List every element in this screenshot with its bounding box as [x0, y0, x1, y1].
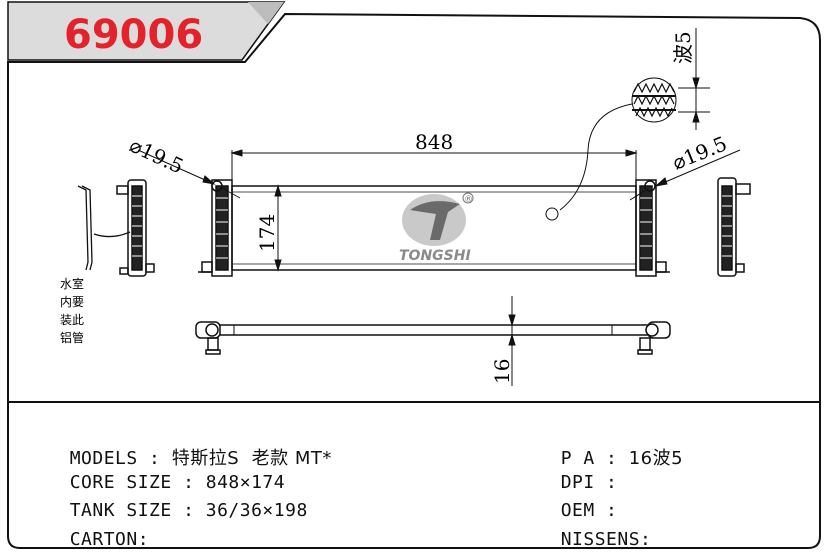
dimension-depth	[508, 296, 516, 386]
inlet-leader-right	[629, 149, 741, 201]
part-number: 69006	[64, 12, 203, 58]
inlet-diameter-left-label: ⌀19.5	[126, 133, 187, 179]
logo-brand: TONGSHI	[399, 248, 471, 264]
note-line-1: 水室	[60, 276, 84, 291]
right-side-tank-view	[717, 177, 751, 277]
note-line-4: 铝管	[60, 330, 84, 345]
radiator-front-view	[198, 179, 670, 277]
dimension-core-height	[274, 184, 282, 272]
registered-mark: ®	[464, 195, 473, 205]
sheet-frame	[7, 12, 821, 549]
tongshi-logo: ® TONGSHI	[399, 192, 474, 264]
dpi-label: DPI	[560, 472, 595, 493]
tank-size-label: TANK SIZE	[69, 500, 172, 521]
note-line-3: 装此	[60, 313, 84, 327]
carton-label: CARTON	[69, 529, 138, 550]
models-value: 特斯拉S 老款 MT*	[171, 448, 332, 469]
inlet-diameter-right-label: ⌀19.5	[669, 131, 730, 174]
core-size-label: CORE SIZE	[69, 472, 172, 493]
pa-label: P A	[560, 448, 595, 469]
spec-tank-size-row: TANK SIZE : 36/36×198	[69, 500, 308, 521]
oem-label: OEM	[560, 500, 595, 521]
core-size-value: 848×174	[205, 472, 286, 493]
depth-label: 16	[490, 359, 514, 384]
aluminum-pipe-sketch	[77, 185, 131, 271]
spec-pa-row: P A : 16波5	[560, 448, 684, 469]
part-number-banner: 69006	[7, 1, 286, 61]
spec-oem-row: OEM :	[560, 500, 629, 521]
fin-pitch-label: 波5	[671, 31, 695, 64]
left-side-tank-view	[116, 179, 155, 277]
spec-dpi-row: DPI :	[560, 472, 629, 493]
spec-nissens-row: NISSENS:	[560, 529, 663, 550]
core-width-label: 848	[415, 130, 453, 154]
fin-detail-callout	[545, 28, 710, 221]
inlet-leader-left	[137, 149, 241, 199]
spec-carton-row: CARTON:	[69, 529, 161, 550]
nissens-label: NISSENS	[560, 529, 641, 550]
note-line-2: 内要	[60, 295, 84, 309]
models-label: MODELS	[69, 448, 138, 469]
radiator-top-view	[195, 321, 671, 355]
core-height-label: 174	[255, 214, 279, 252]
tank-size-value: 36/36×198	[205, 500, 308, 521]
pa-value: 16波5	[628, 448, 684, 469]
spec-models-row: MODELS : 特斯拉S 老款 MT*	[69, 448, 332, 469]
dimension-core-width	[230, 149, 638, 184]
spec-core-size-row: CORE SIZE : 848×174	[69, 472, 286, 493]
